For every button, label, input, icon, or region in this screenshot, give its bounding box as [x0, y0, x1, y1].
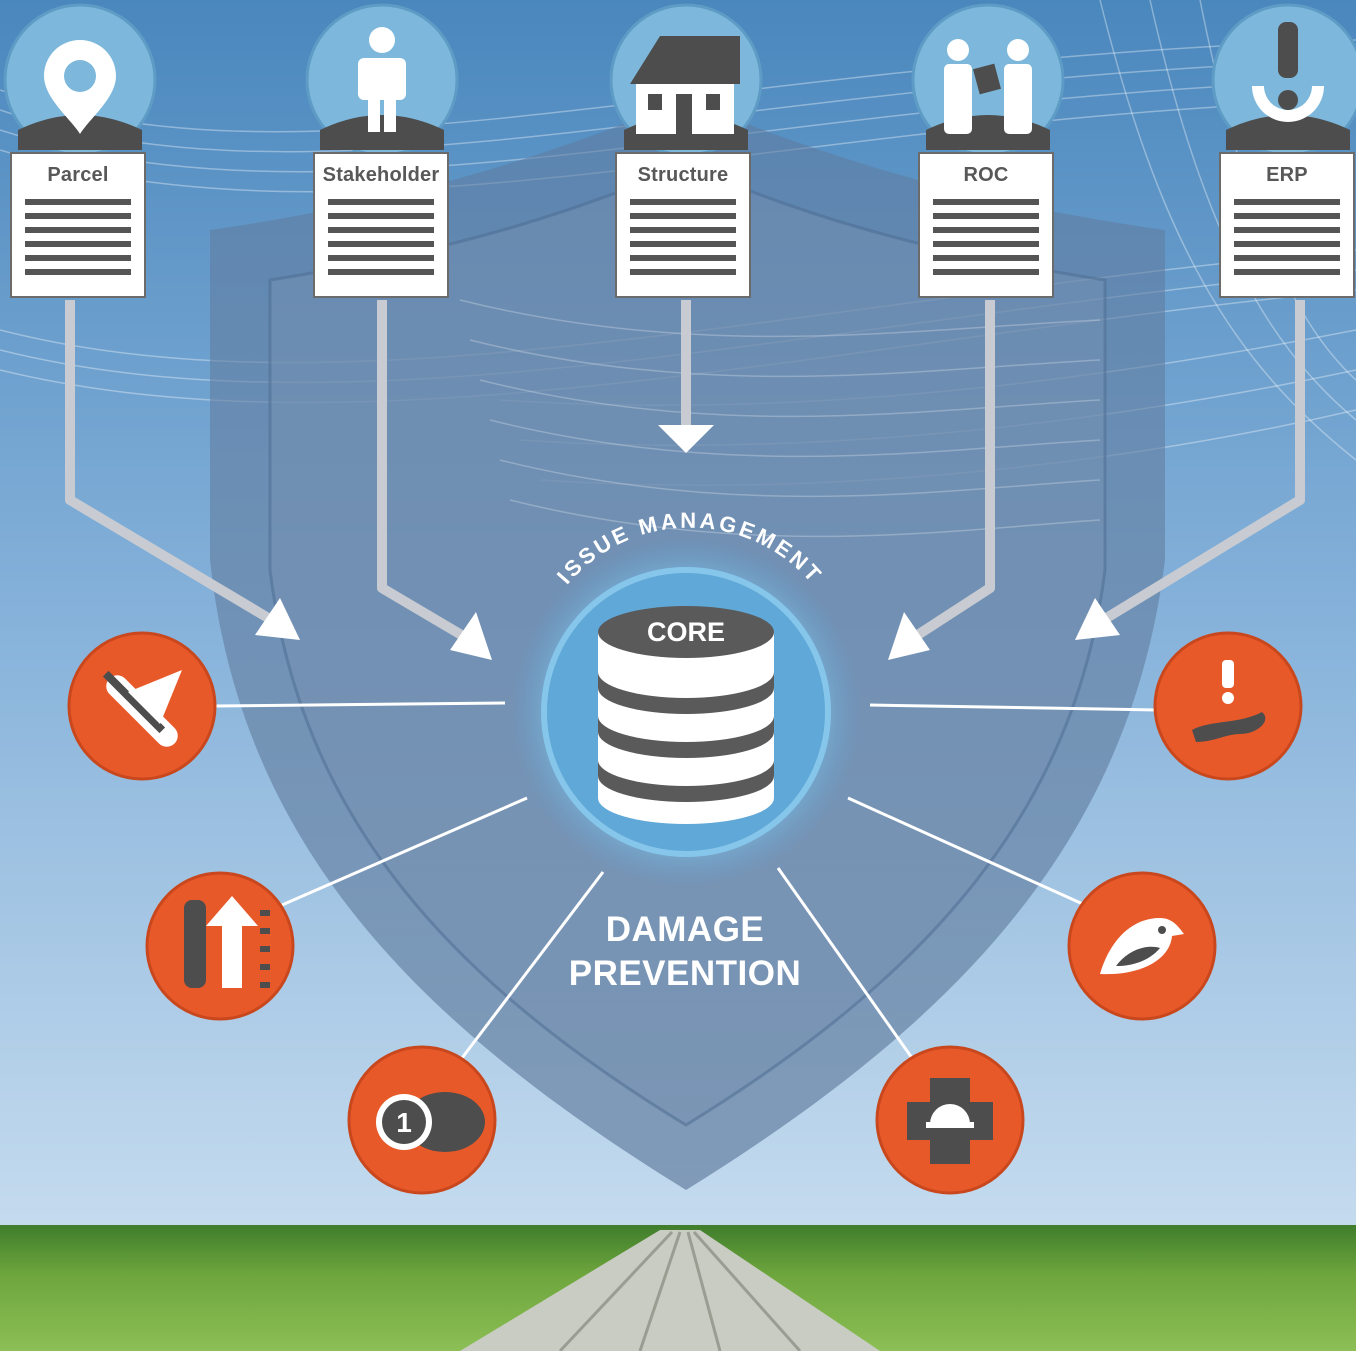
title-line-2: PREVENTION [568, 954, 802, 993]
emergency-response-icon [1211, 3, 1356, 157]
pipeline-rows [460, 1230, 880, 1351]
module-label: Stakeholder [322, 164, 440, 186]
database-icon [598, 606, 774, 824]
people-handshake-icon [911, 3, 1065, 157]
core-database: CORE [511, 537, 861, 887]
house-icon [609, 3, 763, 157]
document-lines [933, 199, 1039, 283]
pipe-pressure-icon [145, 871, 295, 1021]
module-arrowheads [255, 425, 1120, 660]
pipe-arrow-icon [67, 631, 217, 781]
safety-cross-icon [875, 1045, 1025, 1195]
module-card-structure: Structure [615, 152, 751, 298]
svg-text:1: 1 [396, 1107, 412, 1138]
module-card-parcel: Parcel [10, 152, 146, 298]
document-lines [328, 199, 434, 283]
module-card-stakeholder: Stakeholder [313, 152, 449, 298]
map-pin-icon [3, 3, 157, 157]
title-line-1: DAMAGE [605, 910, 765, 949]
document-lines [25, 199, 131, 283]
person-icon [305, 3, 459, 157]
module-card-roc: ROC [918, 152, 1054, 298]
core-connector-lines [214, 701, 1159, 1059]
document-lines [630, 199, 736, 283]
module-label: Structure [637, 164, 729, 186]
leak-alert-icon [1153, 631, 1303, 781]
module-label: ERP [1266, 164, 1308, 186]
core-label: CORE [647, 617, 725, 647]
document-lines [1234, 199, 1340, 283]
one-call-ticket-icon: 1 [347, 1045, 497, 1195]
module-card-erp: ERP [1219, 152, 1355, 298]
bird-environment-icon [1067, 871, 1217, 1021]
module-label: Parcel [47, 164, 109, 186]
damage-prevention-title: DAMAGE PREVENTION [520, 908, 850, 996]
module-arrows [65, 300, 1305, 645]
module-label: ROC [963, 164, 1009, 186]
